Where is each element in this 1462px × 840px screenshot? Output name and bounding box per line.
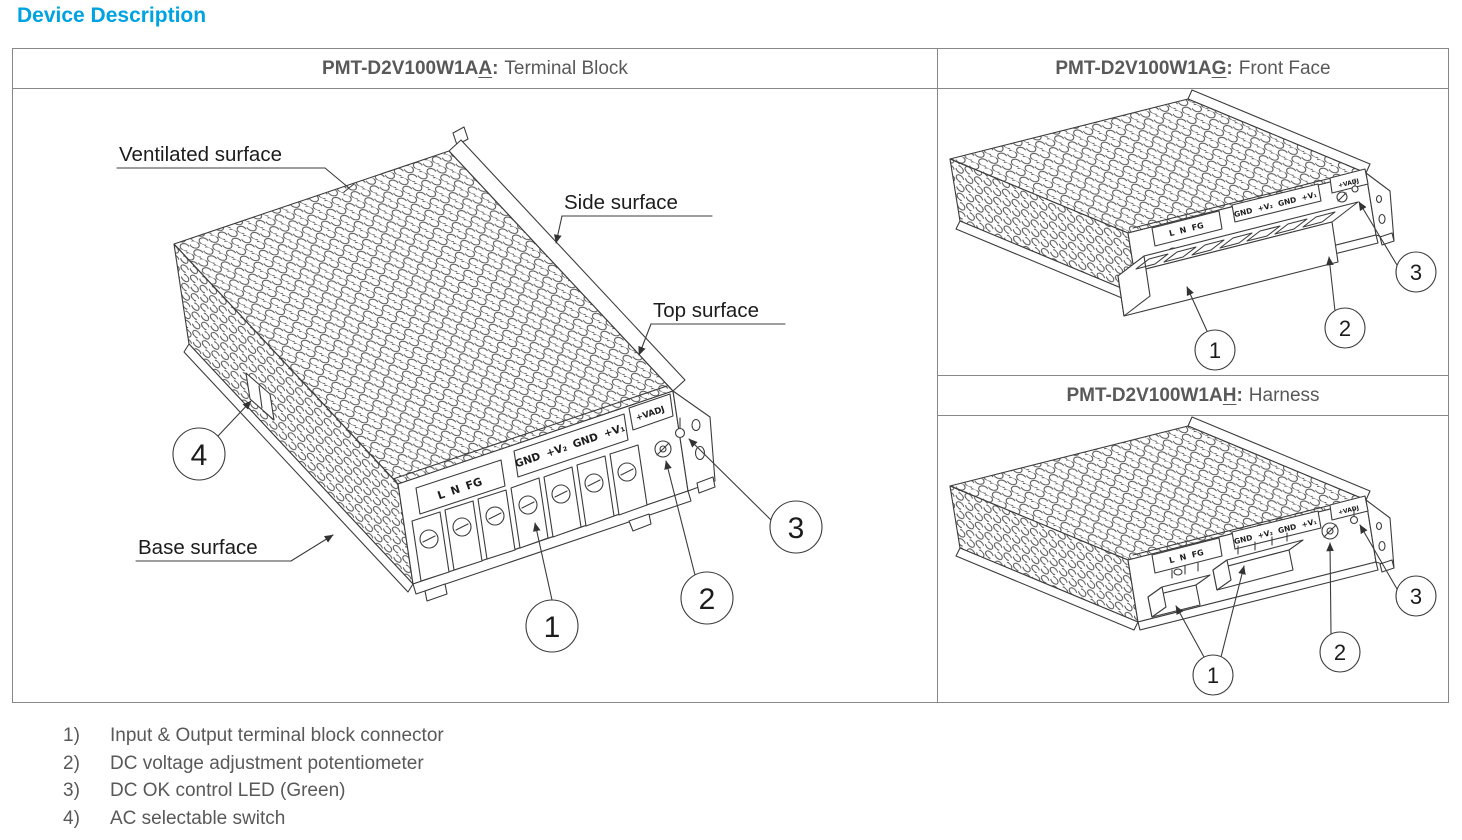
- svg-text:+VADJ: +VADJ: [1338, 178, 1360, 190]
- apex-tab: [452, 126, 469, 146]
- svg-text:1: 1: [544, 611, 561, 644]
- vadj-label-plate: [628, 393, 674, 431]
- legend-item-4: 4) AC selectable switch: [63, 805, 444, 833]
- svg-text:2: 2: [1334, 640, 1346, 665]
- legend-num: 2): [63, 752, 80, 774]
- legend-item-3: 3) DC OK control LED (Green): [63, 777, 444, 805]
- terminal-cover: [1117, 201, 1359, 317]
- callout-1: [525, 599, 579, 653]
- panel-subtitle: Terminal Block: [504, 57, 628, 79]
- base-surface-label: Base surface: [138, 536, 258, 559]
- voltage-adjust-potentiometer: [1336, 191, 1348, 203]
- legend-item-1: 1) Input & Output terminal block connect…: [63, 722, 444, 750]
- callouts: 1 2 3: [1186, 201, 1437, 371]
- legend-item-2: 2) DC voltage adjustment potentiometer: [63, 750, 444, 778]
- legend-text: AC selectable switch: [110, 807, 286, 829]
- svg-text:3: 3: [1410, 260, 1422, 285]
- model-suffix: A: [478, 57, 493, 79]
- callout-1: [1192, 654, 1234, 696]
- svg-text:1: 1: [1207, 663, 1219, 688]
- callout-4: [172, 427, 226, 481]
- legend-num: 3): [63, 780, 80, 801]
- callout-3: [769, 500, 823, 554]
- page-title: Device Description: [17, 4, 207, 27]
- voltage-adjust-potentiometer: [654, 440, 672, 458]
- output-label-plate: [513, 413, 629, 478]
- callout-2: [1324, 307, 1366, 349]
- callout-2: [1319, 631, 1361, 673]
- input-label-plate: [415, 459, 506, 515]
- svg-text:4: 4: [191, 439, 208, 472]
- ventilated-surface-label: Ventilated surface: [119, 143, 282, 166]
- top-surface-label: Top surface: [653, 299, 759, 322]
- svg-text:1: 1: [1209, 338, 1221, 363]
- foot-left: [424, 583, 448, 602]
- svg-text:2: 2: [1339, 316, 1351, 341]
- svg-text:+VADJ: +VADJ: [1338, 505, 1360, 517]
- legend-text: DC OK control LED (Green): [110, 780, 346, 801]
- base-flange: [955, 547, 1139, 631]
- legend-num: 1): [63, 725, 80, 746]
- front-face-drawing-area: L N FG GND +V₂ GND +V₁ +VADJ: [938, 89, 1448, 375]
- terminal-block-drawing-area: L N FG GND +V₂ GND +V₁ +VADJ: [13, 89, 937, 703]
- svg-text:2: 2: [699, 583, 716, 616]
- ac-select-switch: [245, 372, 275, 421]
- legend-text: Input & Output terminal block connector: [110, 725, 444, 746]
- face-hole: [1173, 568, 1183, 576]
- bracket-foot: [1379, 559, 1395, 573]
- dc-ok-led: [1349, 508, 1359, 525]
- top-edge-line: [392, 385, 668, 480]
- foot-right: [628, 513, 652, 532]
- bracket-hole-small: [691, 418, 701, 432]
- surface-labels: Ventilated surface Side surface Top surf…: [116, 143, 786, 562]
- terminal-block-connector: [411, 444, 648, 582]
- callout-1: [1194, 329, 1236, 371]
- model-number: PMT-D2V100W1A: [322, 57, 479, 79]
- harness-connector-small: [1147, 562, 1211, 618]
- dc-ok-led: [674, 417, 686, 439]
- harness-connector-large: [1212, 532, 1304, 591]
- svg-text:3: 3: [1410, 584, 1422, 609]
- harness-drawing-area: L N FG GND +V₂ GND +V₁ +VADJ: [938, 416, 1448, 703]
- dc-ok-led: [1351, 178, 1359, 193]
- callout-2: [680, 571, 734, 625]
- callout-3: [1395, 575, 1437, 617]
- legend: 1) Input & Output terminal block connect…: [63, 722, 444, 832]
- base-surface-flange: [183, 343, 414, 593]
- bracket-hole-large: [694, 445, 706, 461]
- callouts: 1 2 3: [1175, 524, 1437, 696]
- front-bottom-lip: [1137, 561, 1379, 631]
- bracket-foot: [696, 476, 716, 494]
- callouts: 4 1 2 3: [172, 400, 823, 653]
- front-face-diagram: L N FG GND +V₂ GND +V₁ +VADJ: [949, 89, 1437, 371]
- voltage-adjust-potentiometer: [1321, 522, 1339, 540]
- legend-num: 4): [63, 807, 80, 829]
- svg-text:3: 3: [788, 512, 805, 545]
- callout-3: [1395, 251, 1437, 293]
- legend-text: DC voltage adjustment potentiometer: [110, 752, 424, 774]
- terminal-block-diagram: L N FG GND +V₂ GND +V₁ +VADJ: [116, 126, 823, 653]
- side-surface-label: Side surface: [564, 191, 678, 214]
- harness-diagram: L N FG GND +V₂ GND +V₁ +VADJ: [949, 416, 1437, 696]
